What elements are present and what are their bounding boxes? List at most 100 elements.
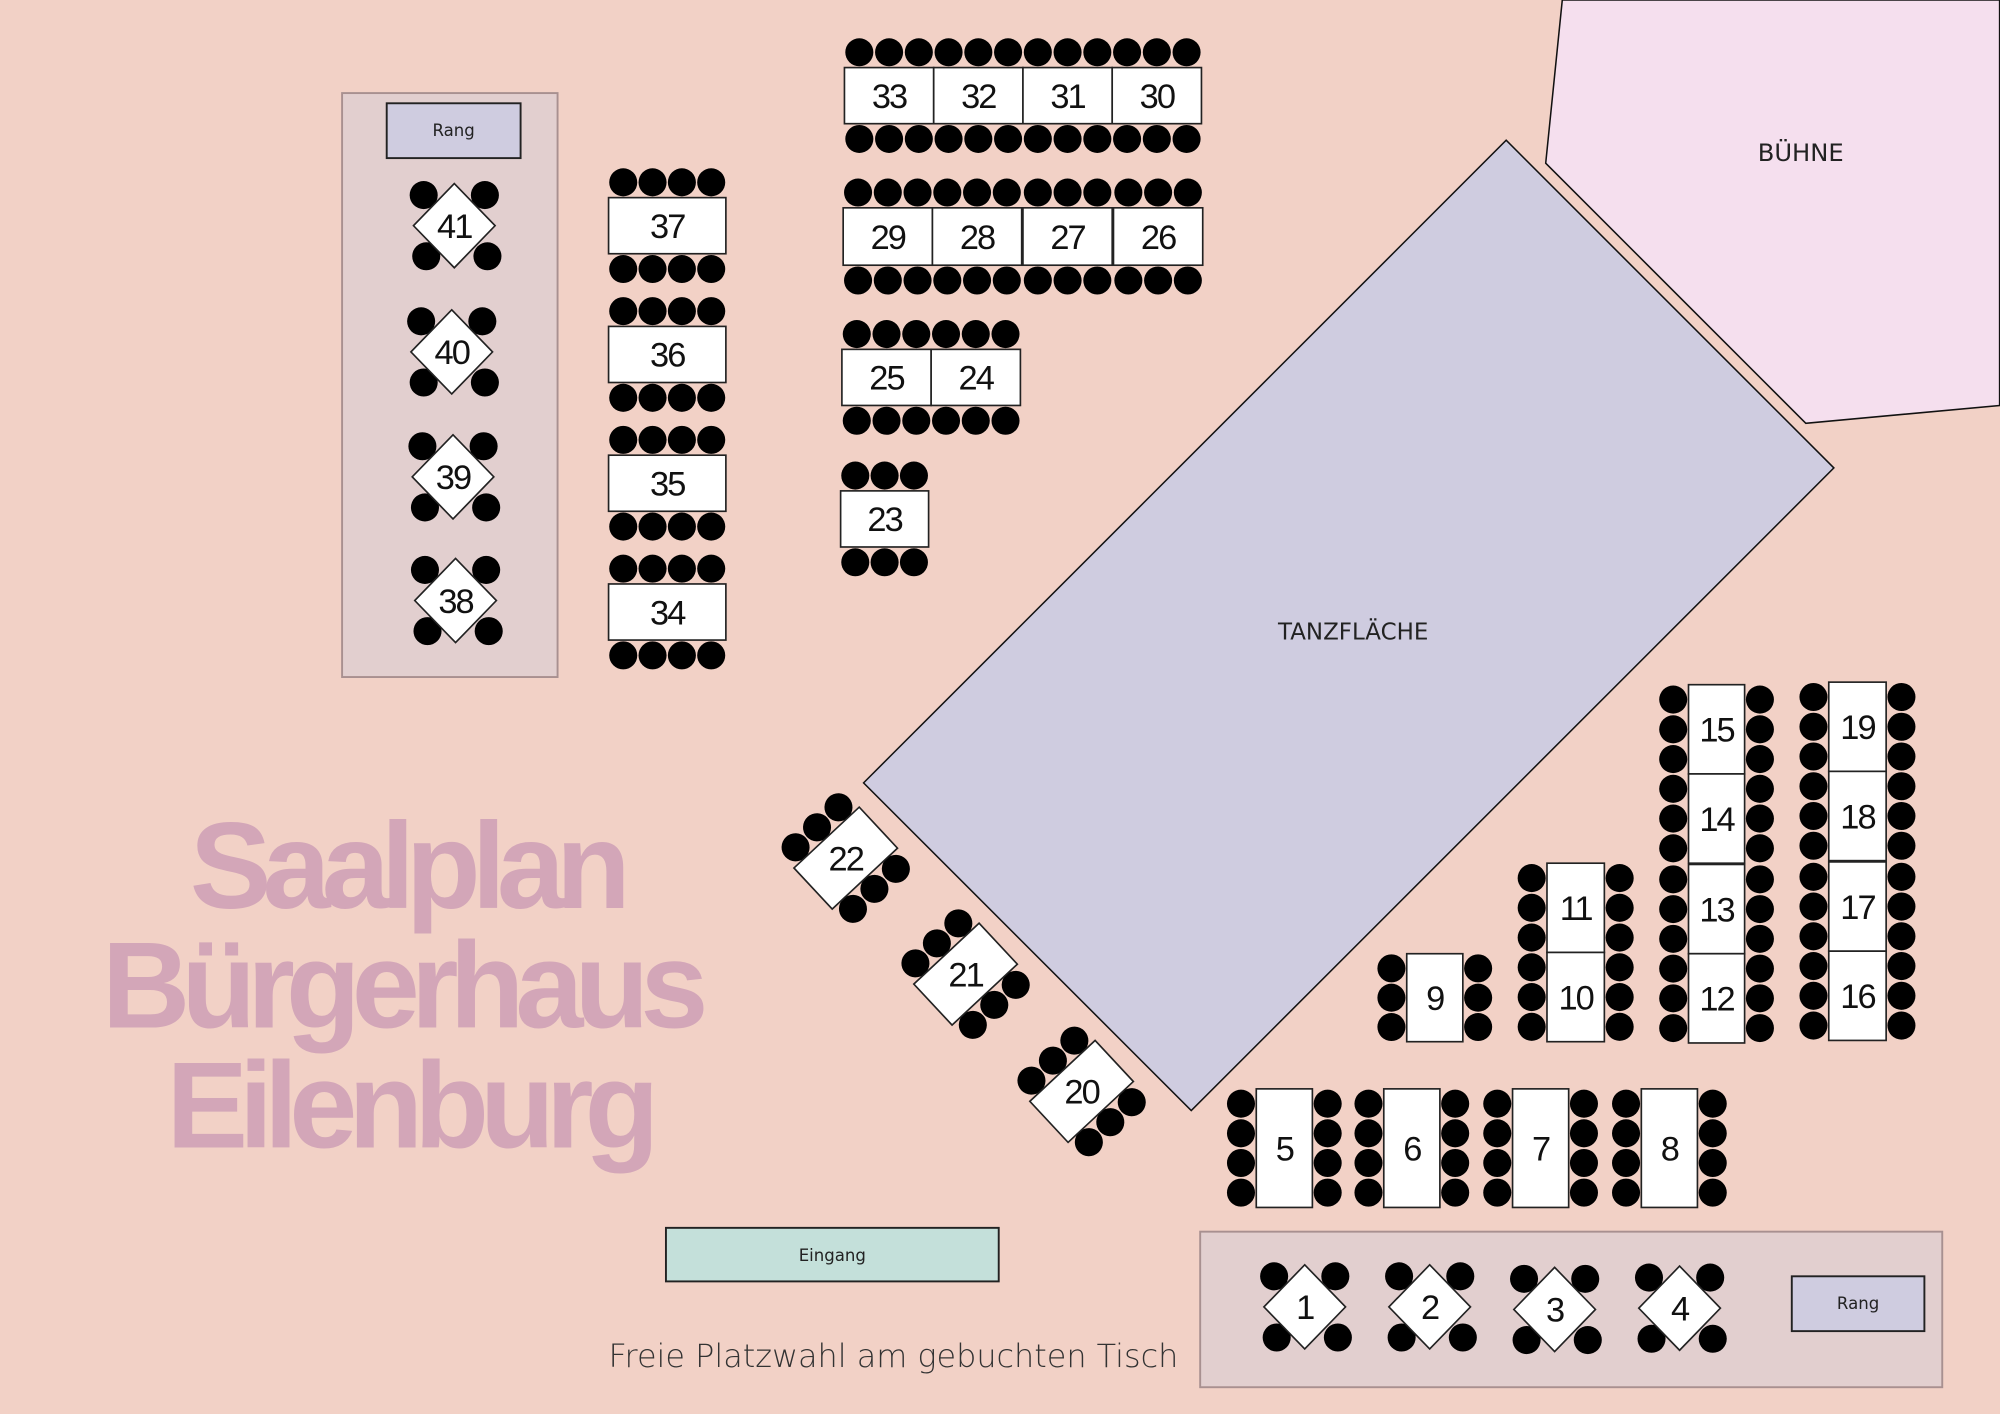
chair <box>1799 772 1828 801</box>
table-15[interactable]: 15 <box>1659 683 1774 775</box>
table-33[interactable]: 33 <box>843 38 935 154</box>
table-22[interactable]: 22 <box>775 787 917 930</box>
table-number: 10 <box>1558 979 1593 1017</box>
chair <box>1569 1178 1598 1207</box>
chair <box>697 512 726 541</box>
table-17[interactable]: 17 <box>1799 861 1916 952</box>
chair <box>1173 266 1202 295</box>
table-21[interactable]: 21 <box>895 903 1037 1046</box>
chair <box>1441 1119 1470 1148</box>
chair <box>1512 1326 1541 1355</box>
table-3[interactable]: 3 <box>1510 1264 1602 1355</box>
chair <box>1441 1178 1470 1207</box>
chair <box>1096 1108 1125 1137</box>
balcony-bottom-label: Rang <box>1837 1294 1879 1313</box>
table-8[interactable]: 8 <box>1612 1088 1727 1209</box>
table-30[interactable]: 30 <box>1111 38 1203 154</box>
chair <box>667 512 696 541</box>
chair <box>1887 1011 1916 1040</box>
chair <box>902 320 931 349</box>
balcony-bottom-sign <box>1790 1275 1926 1333</box>
chair <box>1321 1262 1350 1291</box>
chair <box>1038 1046 1067 1075</box>
chair <box>994 124 1023 154</box>
table-top <box>1687 863 1746 955</box>
table-1[interactable]: 1 <box>1260 1262 1352 1352</box>
table-top <box>1827 770 1887 862</box>
table-11[interactable]: 11 <box>1517 862 1634 954</box>
table-top <box>1022 66 1114 125</box>
table-37[interactable]: 37 <box>607 168 727 284</box>
chair <box>1510 1264 1539 1293</box>
chair <box>1605 893 1634 922</box>
table-25[interactable]: 25 <box>841 320 932 435</box>
table-9[interactable]: 9 <box>1377 952 1493 1043</box>
chair <box>1142 124 1171 154</box>
chair <box>638 297 667 326</box>
table-34[interactable]: 34 <box>607 554 727 670</box>
chair <box>1659 774 1688 803</box>
table-top <box>1827 861 1887 952</box>
chair <box>992 266 1021 295</box>
table-26[interactable]: 26 <box>1112 178 1204 295</box>
chair <box>922 929 951 958</box>
table-4[interactable]: 4 <box>1634 1263 1727 1353</box>
table-29[interactable]: 29 <box>842 178 934 295</box>
table-top <box>1028 1039 1135 1144</box>
table-top <box>1255 1088 1314 1209</box>
chair <box>1441 1089 1470 1118</box>
table-14[interactable]: 14 <box>1659 773 1774 865</box>
chair <box>1659 685 1688 714</box>
table-27[interactable]: 27 <box>1022 178 1114 295</box>
chair <box>1517 983 1546 1012</box>
table-top <box>1112 206 1204 267</box>
table-7[interactable]: 7 <box>1483 1088 1598 1209</box>
table-12[interactable]: 12 <box>1659 952 1774 1044</box>
table-number: 21 <box>948 956 983 994</box>
table-number: 19 <box>1840 709 1875 747</box>
table-19[interactable]: 19 <box>1799 681 1916 773</box>
table-13[interactable]: 13 <box>1659 863 1774 955</box>
chair <box>875 124 904 154</box>
table-number: 17 <box>1840 889 1875 927</box>
table-36[interactable]: 36 <box>607 297 727 412</box>
table-top <box>930 348 1022 407</box>
table-16[interactable]: 16 <box>1799 950 1916 1042</box>
entrance: Eingang <box>664 1226 1000 1283</box>
table-38[interactable]: 38 <box>410 555 503 646</box>
table-top <box>1637 1264 1722 1352</box>
table-28[interactable]: 28 <box>931 178 1023 295</box>
table-35[interactable]: 35 <box>607 425 727 541</box>
chair <box>667 641 696 670</box>
chair <box>1517 953 1546 982</box>
table-23[interactable]: 23 <box>839 461 930 577</box>
chair <box>872 406 901 435</box>
chair <box>1659 1014 1688 1043</box>
chair <box>1387 1323 1416 1352</box>
table-10[interactable]: 10 <box>1517 951 1634 1043</box>
chair <box>470 368 499 397</box>
chair <box>609 512 638 541</box>
table-20[interactable]: 20 <box>1011 1020 1153 1163</box>
chair <box>1001 970 1030 999</box>
table-top <box>413 557 498 644</box>
table-6[interactable]: 6 <box>1354 1088 1470 1209</box>
chair <box>899 461 928 490</box>
table-32[interactable]: 32 <box>932 38 1024 154</box>
table-2[interactable]: 2 <box>1385 1262 1477 1352</box>
chair <box>1441 1148 1470 1178</box>
table-5[interactable]: 5 <box>1226 1088 1342 1209</box>
chair <box>961 320 990 349</box>
chair <box>1605 864 1634 893</box>
table-39[interactable]: 39 <box>408 432 501 522</box>
table-18[interactable]: 18 <box>1799 770 1916 862</box>
table-24[interactable]: 24 <box>930 320 1022 435</box>
table-41[interactable]: 41 <box>409 181 502 271</box>
chair <box>1799 892 1828 921</box>
chair <box>1226 1119 1256 1148</box>
table-top <box>1640 1088 1699 1209</box>
chair <box>1698 1119 1727 1148</box>
chair <box>409 181 438 210</box>
table-31[interactable]: 31 <box>1022 38 1114 154</box>
table-40[interactable]: 40 <box>407 307 499 397</box>
